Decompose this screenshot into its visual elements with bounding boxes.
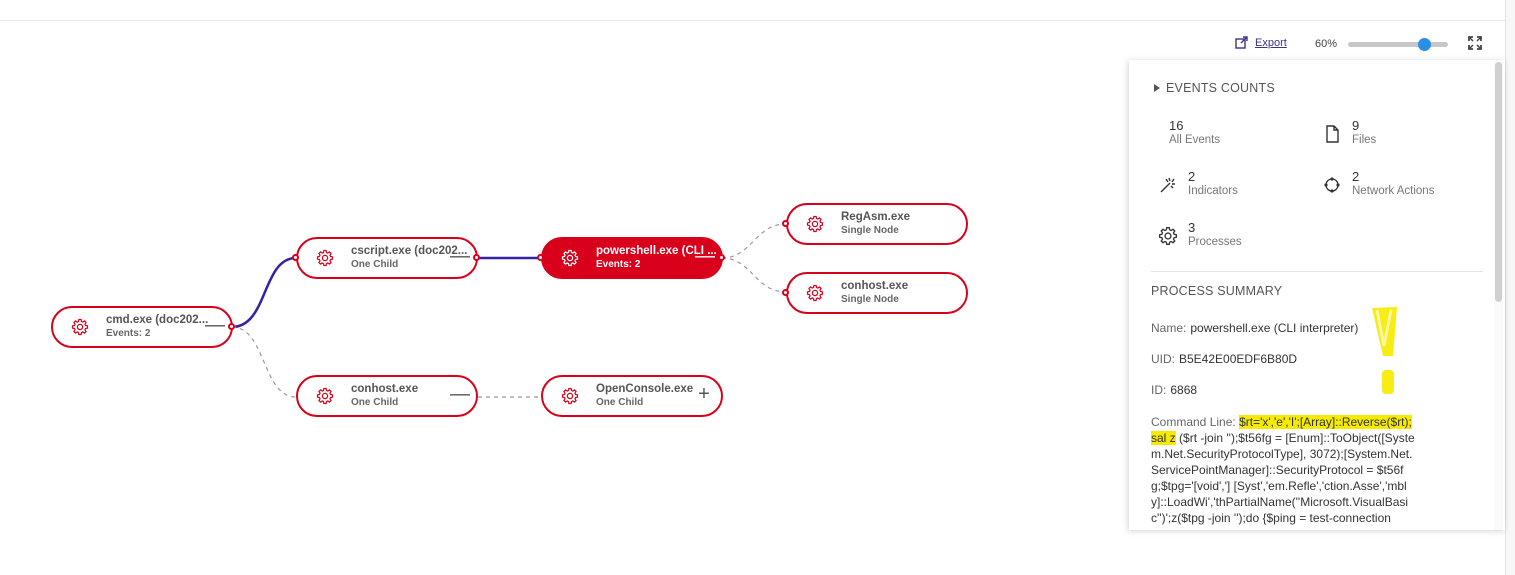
connector-dot	[718, 254, 725, 261]
edge-cmd-cscript	[231, 256, 297, 329]
node-openconsole[interactable]: OpenConsole.exe One Child +	[541, 375, 723, 417]
field-key: Command Line:	[1151, 415, 1236, 429]
collapse-button[interactable]: —	[205, 314, 225, 336]
connector-dot	[292, 254, 299, 261]
node-subtitle: Events: 2	[596, 259, 641, 270]
node-subtitle: One Child	[596, 397, 644, 408]
gear-icon	[71, 318, 89, 336]
details-panel: EVENTS COUNTS 16 All Events 9 Files 2 In…	[1129, 60, 1505, 530]
count-label: All Events	[1169, 134, 1221, 146]
process-id-field: ID:6868	[1151, 383, 1197, 397]
node-cmd[interactable]: cmd.exe (doc202... Events: 2 —	[51, 306, 233, 348]
section-divider	[1151, 271, 1483, 272]
node-subtitle: One Child	[351, 259, 399, 270]
process-name-field: Name:powershell.exe (CLI interpreter)	[1151, 321, 1358, 335]
node-title: cmd.exe (doc202...	[106, 314, 209, 326]
count-label: Files	[1352, 134, 1377, 146]
expand-button[interactable]: +	[698, 383, 710, 405]
node-regasm[interactable]: RegAsm.exe Single Node	[786, 203, 968, 245]
count-value: 3	[1188, 220, 1196, 235]
connector-dot	[782, 220, 789, 227]
command-line-field: Command Line: $rt='x','e','I';[Array]::R…	[1151, 414, 1416, 526]
export-icon	[1235, 36, 1248, 49]
network-icon	[1324, 177, 1340, 193]
node-title: conhost.exe	[351, 383, 419, 395]
edge-cmd-conhost	[231, 326, 297, 398]
collapse-button[interactable]: —	[450, 383, 470, 405]
file-icon	[1326, 125, 1339, 143]
count-label: Processes	[1188, 236, 1242, 248]
count-value: 9	[1352, 118, 1360, 133]
node-title: powershell.exe (CLI ...	[596, 245, 717, 257]
indicator-icon	[1160, 177, 1175, 193]
events-counts-heading: EVENTS COUNTS	[1166, 81, 1275, 95]
gear-icon	[316, 249, 334, 267]
caret-right-icon	[1154, 84, 1160, 92]
fullscreen-icon[interactable]	[1467, 35, 1483, 51]
events-counts-toggle[interactable]: EVENTS COUNTS	[1154, 81, 1275, 95]
count-value: 2	[1188, 169, 1196, 184]
node-subtitle: Single Node	[841, 225, 899, 236]
node-title: OpenConsole.exe	[596, 383, 694, 395]
count-label: Indicators	[1188, 185, 1238, 197]
node-subtitle: Single Node	[841, 294, 899, 305]
scrollbar-thumb[interactable]	[1495, 62, 1502, 302]
count-value: 2	[1352, 169, 1360, 184]
connector-dot	[782, 289, 789, 296]
zoom-slider-handle[interactable]	[1417, 38, 1431, 51]
process-graph-edges	[231, 223, 787, 398]
process-summary-heading: PROCESS SUMMARY	[1151, 284, 1282, 298]
export-link[interactable]: Export	[1235, 36, 1287, 49]
annotation-mark	[1372, 307, 1397, 394]
connector-dot	[228, 323, 235, 330]
command-text: ($rt -join '');$t56fg = [Enum]::ToObject…	[1151, 431, 1415, 525]
collapse-button[interactable]: —	[695, 245, 715, 267]
gear-icon	[316, 387, 334, 405]
panel-scrollbar[interactable]	[1494, 60, 1503, 530]
node-conhost-child[interactable]: conhost.exe One Child —	[296, 375, 478, 417]
export-label: Export	[1255, 36, 1287, 49]
window-edge	[1505, 0, 1515, 575]
field-key: Name:	[1151, 321, 1187, 335]
node-conhost-single[interactable]: conhost.exe Single Node	[786, 272, 968, 314]
gear-icon	[561, 249, 579, 267]
connector-dot	[473, 254, 480, 261]
node-title: cscript.exe (doc202...	[351, 245, 468, 257]
node-title: conhost.exe	[841, 280, 909, 292]
process-uid-field: UID: B5E42E00EDF6B80D	[1151, 352, 1297, 366]
gear-icon	[806, 284, 824, 302]
count-label: Network Actions	[1352, 185, 1435, 197]
zoom-level: 60%	[1315, 38, 1338, 50]
node-powershell[interactable]: powershell.exe (CLI ... Events: 2 —	[541, 237, 723, 279]
collapse-button[interactable]: —	[450, 245, 470, 267]
gear-icon	[561, 387, 579, 405]
process-summary-title: PROCESS SUMMARY	[1151, 284, 1283, 298]
connector-dot	[537, 254, 544, 261]
field-key: UID:	[1151, 352, 1175, 366]
top-divider	[0, 20, 1505, 21]
count-value: 16	[1169, 118, 1184, 133]
field-value: B5E42E00EDF6B80D	[1179, 352, 1298, 366]
field-value: 6868	[1170, 383, 1198, 397]
zoom-slider[interactable]	[1348, 38, 1448, 51]
node-subtitle: Events: 2	[106, 328, 151, 339]
node-subtitle: One Child	[351, 397, 399, 408]
gear-icon	[1159, 227, 1177, 245]
node-title: RegAsm.exe	[841, 211, 911, 223]
field-value: powershell.exe (CLI interpreter)	[1190, 321, 1359, 335]
node-cscript[interactable]: cscript.exe (doc202... One Child —	[296, 237, 478, 279]
field-key: ID:	[1151, 383, 1167, 397]
edge-powershell-regasm	[721, 223, 787, 259]
gear-icon	[806, 215, 824, 233]
edge-powershell-conhost	[721, 257, 787, 293]
